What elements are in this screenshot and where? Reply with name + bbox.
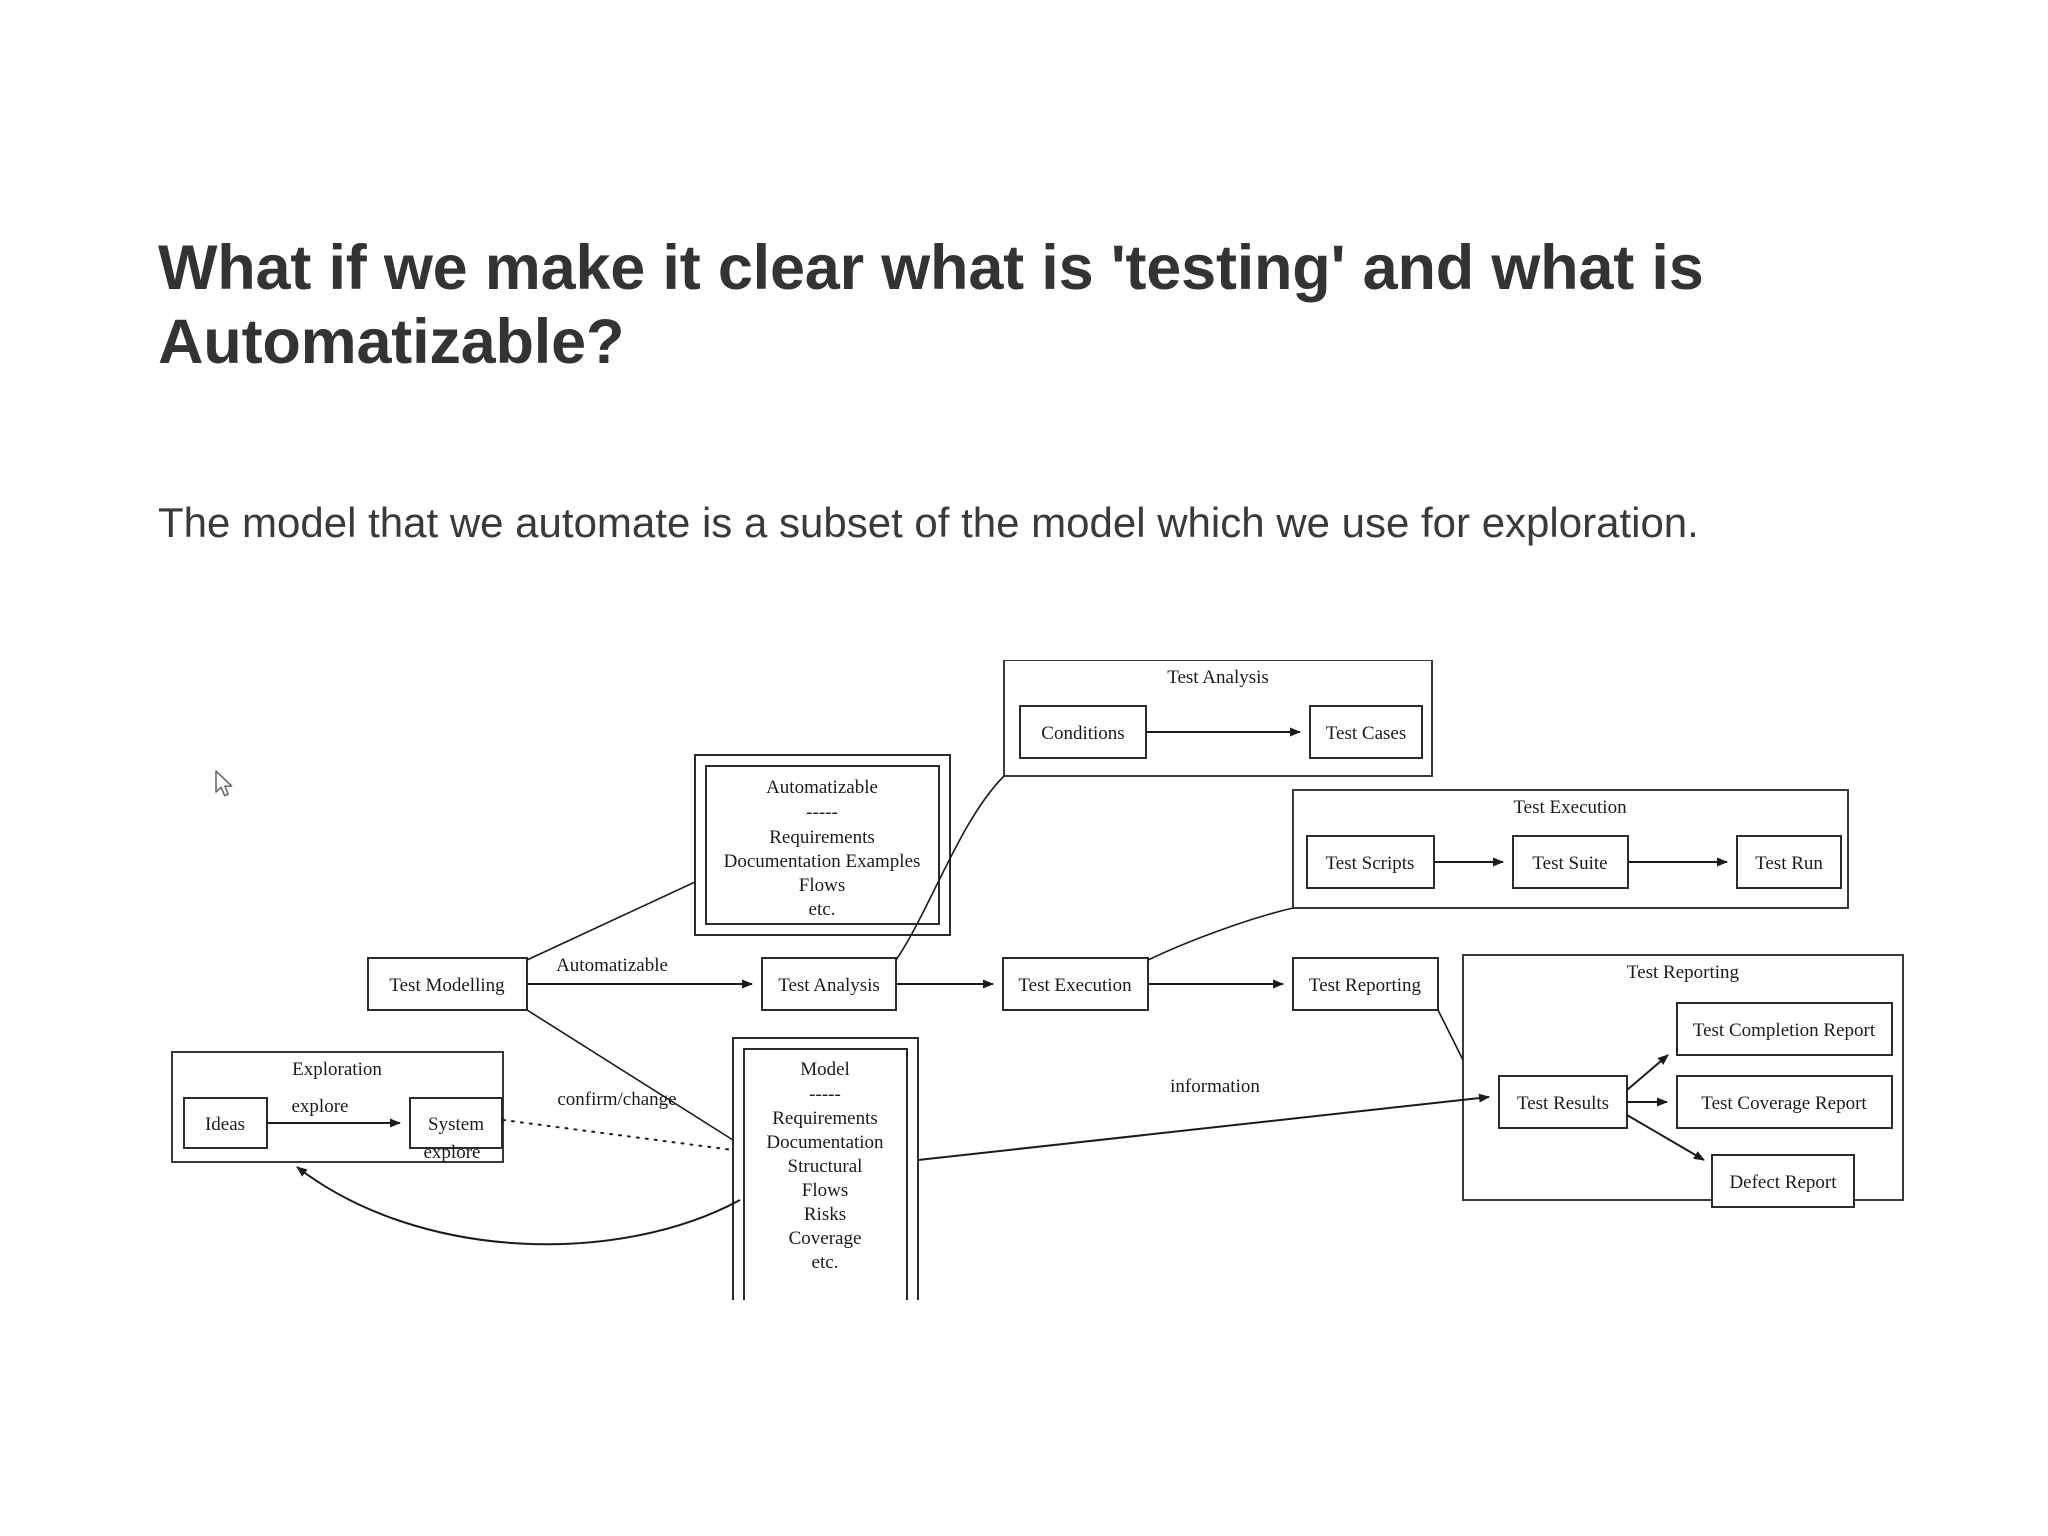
node-test-completion-report-label: Test Completion Report [1693, 1020, 1876, 1041]
automatizable-item-1: Documentation Examples [724, 851, 921, 872]
group-label-test-execution: Test Execution [1513, 797, 1627, 818]
main-flow-row: Test Modelling Test Analysis Test Execut… [367, 955, 1439, 1011]
model-item-6: etc. [812, 1252, 839, 1273]
diagram-cross-links: information confirm/change explore [296, 775, 1490, 1246]
edge-modelling-to-model-box [526, 1009, 734, 1141]
node-test-analysis-label: Test Analysis [778, 975, 880, 996]
group-test-execution: Test Execution Test Scripts Test Suite T… [1292, 789, 1849, 909]
group-exploration: Exploration Ideas System explore [171, 1051, 504, 1163]
model-divider: ----- [809, 1084, 841, 1105]
node-test-reporting-box[interactable] [1292, 957, 1439, 1011]
edge-modelling-to-automatizable-box [526, 881, 696, 961]
edge-execution-to-execution-group [1147, 907, 1294, 961]
node-test-suite-label: Test Suite [1532, 853, 1607, 874]
model-detail-box: Model ----- Requirements Documentation S… [732, 1037, 919, 1300]
automatizable-item-3: etc. [809, 899, 836, 920]
page-title: What if we make it clear what is 'testin… [158, 233, 1704, 377]
edge-analysis-to-analysis-group [895, 775, 1005, 961]
slide-body-text: The model that we automate is a subset o… [158, 499, 1699, 546]
automatizable-title: Automatizable [766, 777, 878, 798]
edge-system-to-model-confirm-change [502, 1119, 734, 1151]
node-test-modelling-box[interactable] [367, 957, 528, 1011]
node-test-completion-report-box[interactable] [1676, 1002, 1893, 1056]
model-item-1: Documentation [766, 1132, 884, 1153]
model-title: Model [800, 1059, 850, 1080]
edge-results-to-defect [1626, 1114, 1705, 1161]
node-test-run-label: Test Run [1755, 853, 1823, 874]
node-test-suite-box[interactable] [1512, 835, 1629, 889]
node-ideas-label: Ideas [205, 1114, 245, 1135]
node-ideas-box[interactable] [183, 1097, 268, 1149]
node-test-cases-label: Test Cases [1326, 723, 1406, 744]
edge-label-explore-top: explore [292, 1096, 349, 1117]
automatizable-detail-box: Automatizable ----- Requirements Documen… [694, 754, 951, 936]
node-test-coverage-report-label: Test Coverage Report [1701, 1093, 1867, 1114]
node-conditions-label: Conditions [1041, 723, 1124, 744]
group-test-reporting: Test Reporting Test Results Test Complet… [1462, 954, 1904, 1208]
node-test-results-box[interactable] [1498, 1075, 1628, 1129]
node-test-results-label: Test Results [1517, 1093, 1609, 1114]
mouse-pointer-icon [215, 770, 233, 797]
automatizable-item-0: Requirements [769, 827, 875, 848]
edge-label-explore-bottom: explore [424, 1142, 481, 1163]
edge-label-confirm-change: confirm/change [557, 1089, 676, 1110]
model-item-5: Coverage [789, 1228, 862, 1249]
group-label-exploration: Exploration [292, 1059, 382, 1080]
edge-reporting-to-reporting-group [1437, 1009, 1464, 1061]
node-system-box[interactable] [409, 1097, 503, 1149]
node-test-execution-label: Test Execution [1018, 975, 1132, 996]
edge-label-automatizable: Automatizable [556, 955, 668, 976]
node-defect-report-box[interactable] [1711, 1154, 1855, 1208]
model-item-2: Structural [788, 1156, 863, 1177]
model-item-0: Requirements [772, 1108, 878, 1129]
node-test-analysis-box[interactable] [761, 957, 897, 1011]
node-system-label: System [428, 1114, 484, 1135]
node-test-coverage-report-box[interactable] [1676, 1075, 1893, 1129]
edge-results-to-completion [1626, 1054, 1669, 1091]
group-label-test-reporting: Test Reporting [1627, 962, 1740, 983]
testing-flow-diagram: Test Analysis Conditions Test Cases Test… [0, 660, 2048, 1300]
group-test-analysis: Test Analysis Conditions Test Cases [1003, 660, 1433, 777]
edge-model-to-test-results [917, 1093, 1490, 1161]
node-test-modelling-label: Test Modelling [389, 975, 505, 996]
node-test-scripts-label: Test Scripts [1326, 853, 1415, 874]
group-label-test-analysis: Test Analysis [1167, 667, 1269, 688]
edge-model-to-exploration-explore [296, 1166, 741, 1246]
node-test-execution-box[interactable] [1002, 957, 1149, 1011]
node-test-cases-box[interactable] [1309, 705, 1423, 759]
automatizable-item-2: Flows [799, 875, 845, 896]
node-test-reporting-label: Test Reporting [1309, 975, 1422, 996]
node-defect-report-label: Defect Report [1729, 1172, 1837, 1193]
node-test-run-box[interactable] [1736, 835, 1842, 889]
edge-label-information: information [1170, 1076, 1260, 1097]
automatizable-divider: ----- [806, 802, 838, 823]
model-item-4: Risks [804, 1204, 846, 1225]
model-item-3: Flows [802, 1180, 848, 1201]
